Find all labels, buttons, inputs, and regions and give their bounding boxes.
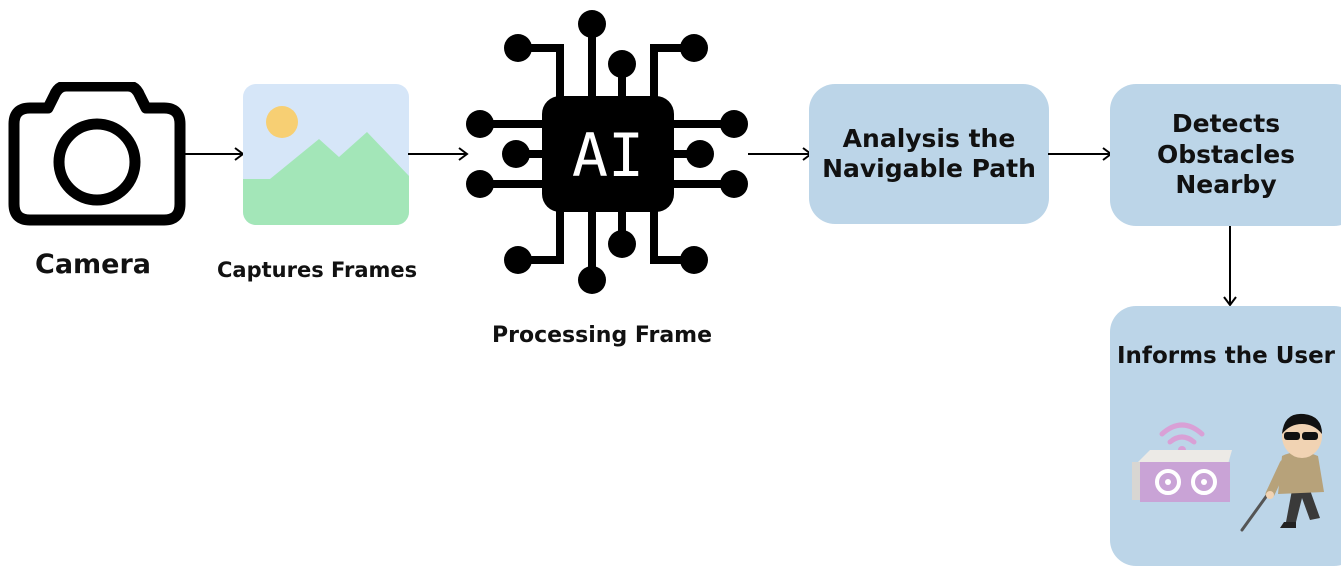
arrow-camera-to-frames: [182, 147, 245, 161]
detects-box: Detects Obstacles Nearby: [1110, 84, 1341, 226]
camera-label: Camera: [35, 249, 152, 280]
processing-label: Processing Frame: [492, 323, 713, 348]
analysis-box: Analysis the Navigable Path: [809, 84, 1049, 224]
blind-person-icon: [1240, 413, 1324, 532]
arrow-detects-to-informs: [1223, 226, 1237, 307]
arrow-frames-to-ai: [408, 147, 469, 161]
informs-label: Informs the User: [1117, 343, 1336, 369]
arrow-analysis-to-detects: [1048, 147, 1113, 161]
captures-label: Captures Frames: [217, 258, 418, 282]
speaker-device-icon: [1132, 422, 1232, 502]
analysis-label: Analysis the Navigable Path: [822, 123, 1036, 184]
detects-label: Detects Obstacles Nearby: [1156, 109, 1296, 200]
ai-chip-text: AI: [572, 121, 644, 191]
image-icon: [243, 84, 409, 225]
arrow-ai-to-analysis: [748, 147, 813, 161]
camera-icon: [8, 82, 186, 226]
ai-chip-icon: AI: [466, 10, 748, 294]
